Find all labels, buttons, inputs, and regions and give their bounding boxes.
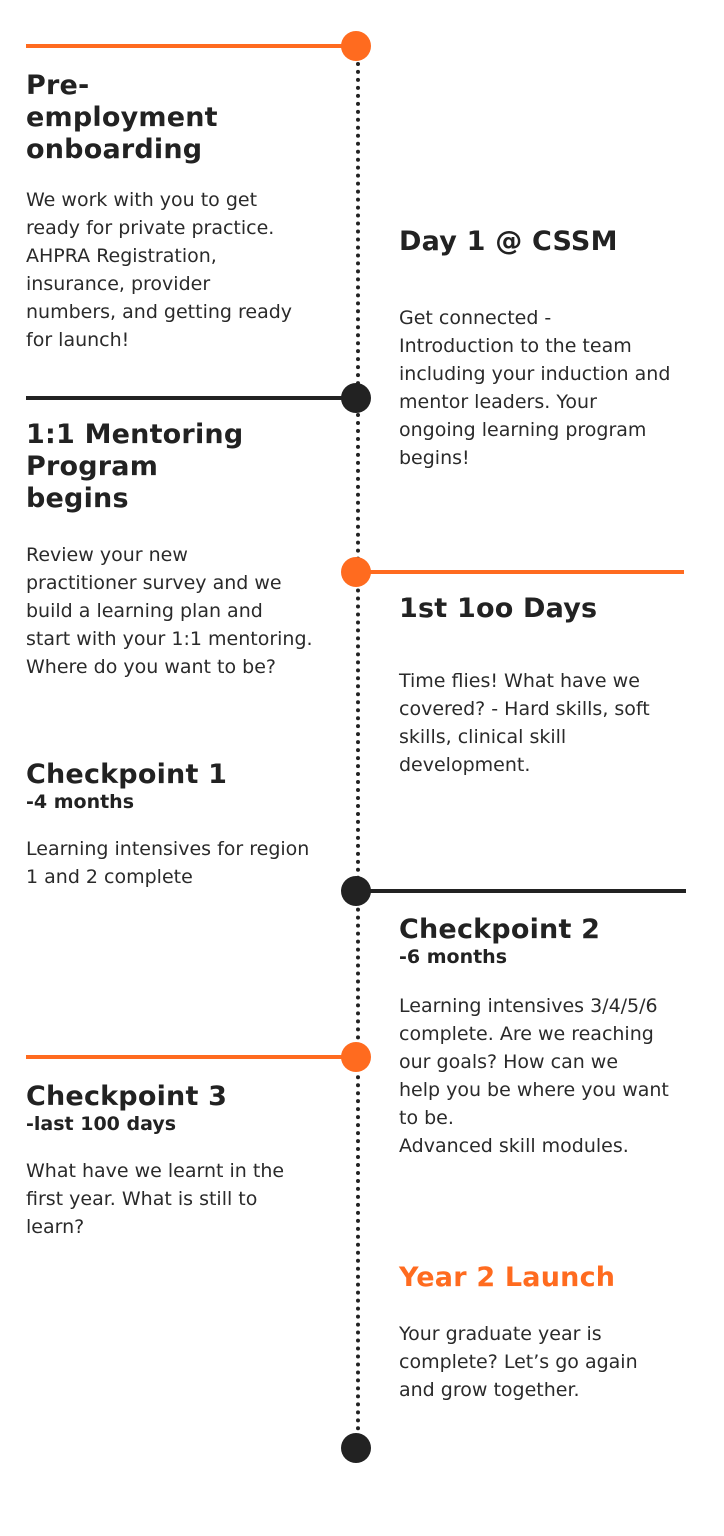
milestone-title: Checkpoint 2: [399, 914, 601, 945]
milestone-pre-employment: Pre- employment onboarding We work with …: [26, 70, 342, 354]
milestone-text: We work with you to get ready for privat…: [26, 189, 293, 351]
connector-line-6: [356, 889, 686, 893]
milestone-title: Day 1 @ CSSM: [399, 226, 618, 257]
milestone-year-2-launch: Year 2 Launch Your graduate year is comp…: [399, 1262, 717, 1404]
milestone-title: Checkpoint 3: [26, 1081, 228, 1112]
connector-line-1: [26, 44, 356, 48]
milestone-dot-3: [341, 383, 371, 413]
milestone-text: What have we learnt in the first year. W…: [26, 1160, 285, 1238]
milestone-dot-end: [341, 1433, 371, 1463]
milestone-text: Learning intensives for region 1 and 2 c…: [26, 838, 310, 888]
milestone-subtitle: -6 months: [399, 946, 508, 968]
milestone-title: Year 2 Launch: [399, 1262, 616, 1293]
milestone-text: Learning intensives 3/4/5/6 complete. Ar…: [399, 995, 669, 1157]
milestone-text: Time flies! What have we covered? - Hard…: [399, 670, 650, 776]
milestone-dot-7: [341, 1042, 371, 1072]
milestone-text: Get connected - Introduction to the team…: [399, 307, 671, 469]
timeline-spine: [356, 46, 360, 1448]
milestone-dot-4: [341, 557, 371, 587]
milestone-subtitle: -last 100 days: [26, 1113, 177, 1135]
milestone-day-1: Day 1 @ CSSM Get connected - Introductio…: [399, 226, 717, 472]
milestone-first-100-days: 1st 1oo Days Time flies! What have we co…: [399, 593, 717, 779]
milestone-title: 1:1 Mentoring Program begins: [26, 419, 244, 514]
milestone-dot-1: [341, 31, 371, 61]
milestone-title: Pre- employment onboarding: [26, 70, 218, 165]
milestone-subtitle: -4 months: [26, 791, 135, 813]
connector-line-4: [356, 570, 684, 574]
milestone-mentoring: 1:1 Mentoring Program begins Review your…: [26, 419, 342, 681]
milestone-text: Your graduate year is complete? Let’s go…: [399, 1323, 638, 1401]
connector-line-3: [26, 396, 356, 400]
milestone-text: Review your new practitioner survey and …: [26, 544, 313, 678]
milestone-checkpoint-2: Checkpoint 2 -6 months Learning intensiv…: [399, 914, 717, 1160]
connector-line-7: [26, 1055, 356, 1059]
milestone-title: 1st 1oo Days: [399, 593, 598, 624]
milestone-title: Checkpoint 1: [26, 759, 228, 790]
milestone-dot-6: [341, 876, 371, 906]
milestone-checkpoint-1: Checkpoint 1 -4 months Learning intensiv…: [26, 759, 342, 891]
milestone-checkpoint-3: Checkpoint 3 -last 100 days What have we…: [26, 1081, 342, 1241]
